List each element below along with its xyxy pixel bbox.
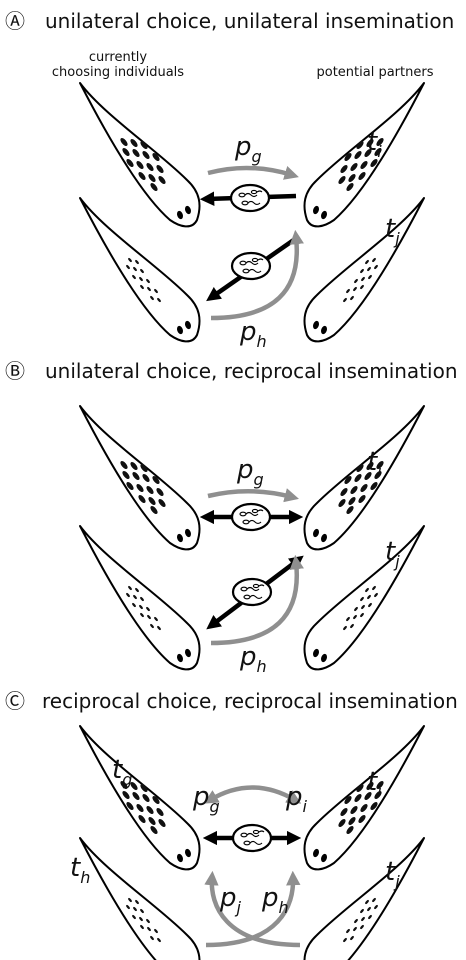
sperm-packet-top	[231, 185, 269, 211]
worm-choosing-top	[80, 406, 200, 549]
choosing-individuals-header-line1: currently	[89, 50, 148, 65]
choice-arrow-pg	[208, 491, 292, 497]
panel-c-title: reciprocal choice, reciprocal inseminati…	[42, 689, 458, 713]
panel-a-title: unilateral choice, unilateral inseminati…	[45, 9, 454, 33]
label-pg: pg	[192, 782, 220, 816]
worm-partner-i	[304, 406, 424, 549]
choosing-individuals-header-line2: choosing individuals	[52, 65, 184, 80]
panel-c-marker: Ⓒ	[5, 689, 25, 713]
panel-a: Ⓐ unilateral choice, unilateral insemina…	[5, 9, 454, 351]
worm-choosing-top	[80, 83, 200, 226]
label-tj: tj	[385, 857, 400, 891]
label-pi: pi	[285, 782, 308, 816]
label-pg: pg	[236, 455, 264, 489]
choice-arrow-pg	[208, 168, 292, 175]
sperm-packet-bottom	[233, 579, 271, 605]
worm-partner-i	[304, 83, 424, 226]
panel-b: Ⓑ unilateral choice, reciprocal insemina…	[5, 359, 458, 676]
label-tg: tg	[112, 755, 132, 789]
label-tj: tj	[385, 214, 400, 248]
label-pj: pj	[219, 883, 242, 917]
panel-b-title: unilateral choice, reciprocal inseminati…	[45, 359, 458, 383]
label-pg: pg	[234, 132, 262, 166]
panel-a-marker: Ⓐ	[5, 9, 25, 33]
sperm-packet-top	[232, 504, 270, 530]
label-ph: ph	[239, 317, 267, 351]
panel-c: Ⓒ reciprocal choice, reciprocal insemina…	[5, 689, 458, 960]
label-th: th	[70, 853, 90, 887]
worm-choosing-top	[80, 726, 200, 869]
sperm-packet-bottom	[232, 253, 270, 279]
label-tj: tj	[385, 537, 400, 571]
choice-arrow-pg-pi	[210, 788, 295, 801]
worm-partner-i	[304, 726, 424, 869]
sperm-packet	[233, 825, 271, 851]
label-ph: ph	[239, 642, 267, 676]
panel-b-marker: Ⓑ	[5, 359, 25, 383]
potential-partners-header: potential partners	[317, 65, 434, 80]
label-ph: ph	[261, 883, 289, 917]
